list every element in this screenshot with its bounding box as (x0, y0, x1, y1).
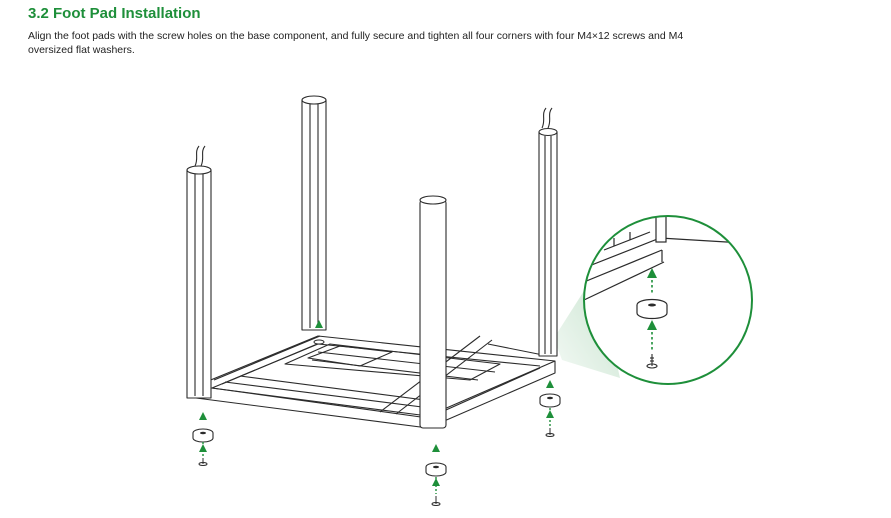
screw-icon (198, 458, 208, 466)
up-arrow-icon (546, 380, 554, 426)
back-right-leg (538, 107, 558, 357)
up-arrow-icon (432, 444, 440, 494)
section-heading: 3.2 Foot Pad Installation (28, 5, 201, 22)
screw-icon (646, 354, 658, 369)
instruction-text: Align the foot pads with the screw holes… (28, 30, 684, 56)
foot-pad-icon (636, 298, 668, 320)
front-center-leg (419, 195, 447, 429)
up-arrow-icon (647, 268, 657, 352)
detail-magnifier (583, 215, 753, 385)
front-left-leg (186, 145, 212, 399)
up-arrow-icon (199, 412, 207, 456)
foot-pad-back-left (313, 339, 325, 345)
foot-pad-back-right (539, 393, 561, 408)
foot-pad-front-left (192, 428, 214, 443)
screw-icon (545, 428, 555, 437)
foot-pad-front-center (425, 462, 447, 477)
back-left-leg (301, 95, 327, 331)
screw-icon (431, 496, 441, 506)
up-arrow-icon (315, 320, 323, 328)
base-frame (195, 335, 556, 429)
